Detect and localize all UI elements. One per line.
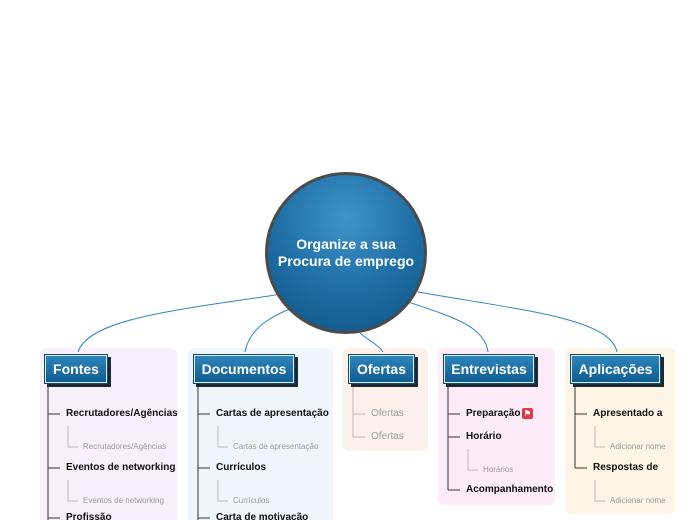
documentos-note-curriculos[interactable]: Currículos [233, 496, 270, 505]
fontes-item-eventos[interactable]: Eventos de networking [66, 462, 176, 473]
central-topic-line1: Organize a sua [296, 236, 396, 252]
entrevistas-item-preparacao[interactable]: Preparação [466, 408, 521, 419]
aplicacoes-note-branches [594, 426, 605, 502]
aplicacoes-item-respostas[interactable]: Respostas de [593, 462, 659, 473]
entrevistas-item-horario[interactable]: Horário [466, 431, 502, 442]
entrevistas-note-branches [467, 449, 478, 471]
topic-aplicacoes[interactable]: Aplicações [570, 354, 661, 384]
aplicacoes-note-respostas[interactable]: Adicionar nome [610, 496, 666, 505]
documentos-item-cartas[interactable]: Cartas de apresentação [216, 408, 329, 419]
topic-ofertas[interactable]: Ofertas [348, 354, 415, 384]
ofertas-branches [352, 386, 365, 438]
aplicacoes-branches [574, 386, 587, 469]
topic-entrevistas[interactable]: Entrevistas [443, 354, 535, 384]
ofertas-item-2[interactable]: Ofertas [371, 431, 404, 442]
fontes-item-recrutadores[interactable]: Recrutadores/Agências [66, 408, 178, 419]
documentos-note-branches [217, 426, 228, 502]
documentos-note-cartas[interactable]: Cartas de apresentação [233, 442, 319, 451]
fontes-note-recrutadores[interactable]: Recrutadores/Agências [83, 442, 167, 451]
aplicacoes-note-apresentado[interactable]: Adicionar nome [610, 442, 666, 451]
documentos-item-carta-motivacao[interactable]: Carta de motivação [216, 512, 309, 520]
link-aplicacoes [417, 291, 618, 353]
link-ofertas [359, 332, 384, 353]
central-topic[interactable]: Organize a sua Procura de emprego [265, 172, 427, 334]
aplicacoes-item-apresentado[interactable]: Apresentado a [593, 408, 663, 419]
priority-flag-icon: ⚑ [522, 408, 533, 419]
fontes-note-eventos[interactable]: Eventos de networking [83, 496, 164, 505]
documentos-item-curriculos[interactable]: Currículos [216, 462, 267, 473]
topic-documentos[interactable]: Documentos [193, 354, 295, 384]
fontes-item-profissao[interactable]: Profissão [66, 512, 112, 520]
ofertas-item-1[interactable]: Ofertas [371, 408, 404, 419]
central-topic-line2: Procura de emprego [277, 253, 415, 269]
entrevistas-item-acompanhamento[interactable]: Acompanhamento [466, 484, 554, 495]
fontes-branches [47, 386, 60, 520]
entrevistas-branches [447, 386, 460, 491]
link-entrevistas [407, 301, 489, 353]
link-fontes [77, 290, 301, 353]
fontes-note-branches [67, 426, 78, 502]
topic-fontes[interactable]: Fontes [44, 354, 108, 384]
documentos-branches [197, 386, 210, 520]
entrevistas-note-horarios[interactable]: Horários [483, 465, 514, 474]
